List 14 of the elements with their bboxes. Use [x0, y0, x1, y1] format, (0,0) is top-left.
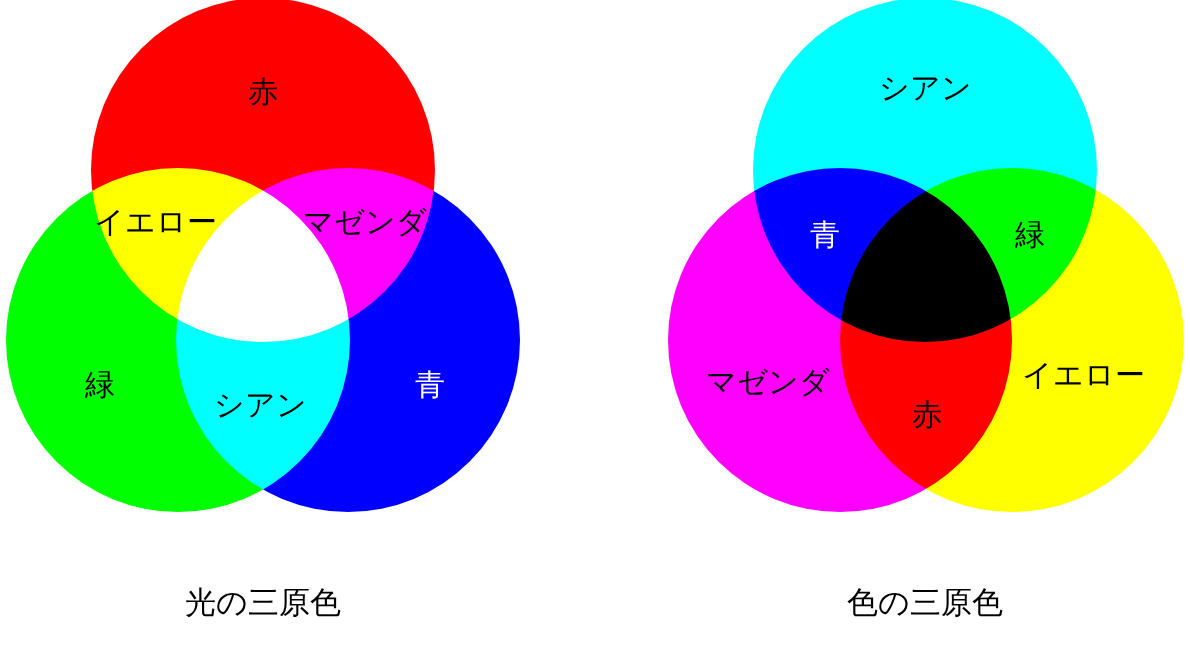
diagram-caption: 光の三原色: [185, 584, 341, 622]
overlap-color-name: 青: [810, 217, 840, 253]
overlap-color-name: シアン: [213, 387, 307, 423]
color-name: 赤: [248, 74, 278, 110]
color-name: イエロー: [1021, 357, 1145, 393]
color-name: 緑: [85, 367, 115, 403]
color-name: 青: [415, 367, 445, 403]
diagram-caption: 色の三原色: [847, 584, 1003, 622]
overlap-color-name: マゼンダ: [303, 204, 427, 240]
overlap-color-name: 赤: [912, 397, 942, 433]
overlap-color-name: 緑: [1015, 217, 1045, 253]
color-name: マゼンダ: [706, 364, 830, 400]
color-name: シアン: [878, 70, 972, 106]
color-circle: [840, 168, 1184, 512]
